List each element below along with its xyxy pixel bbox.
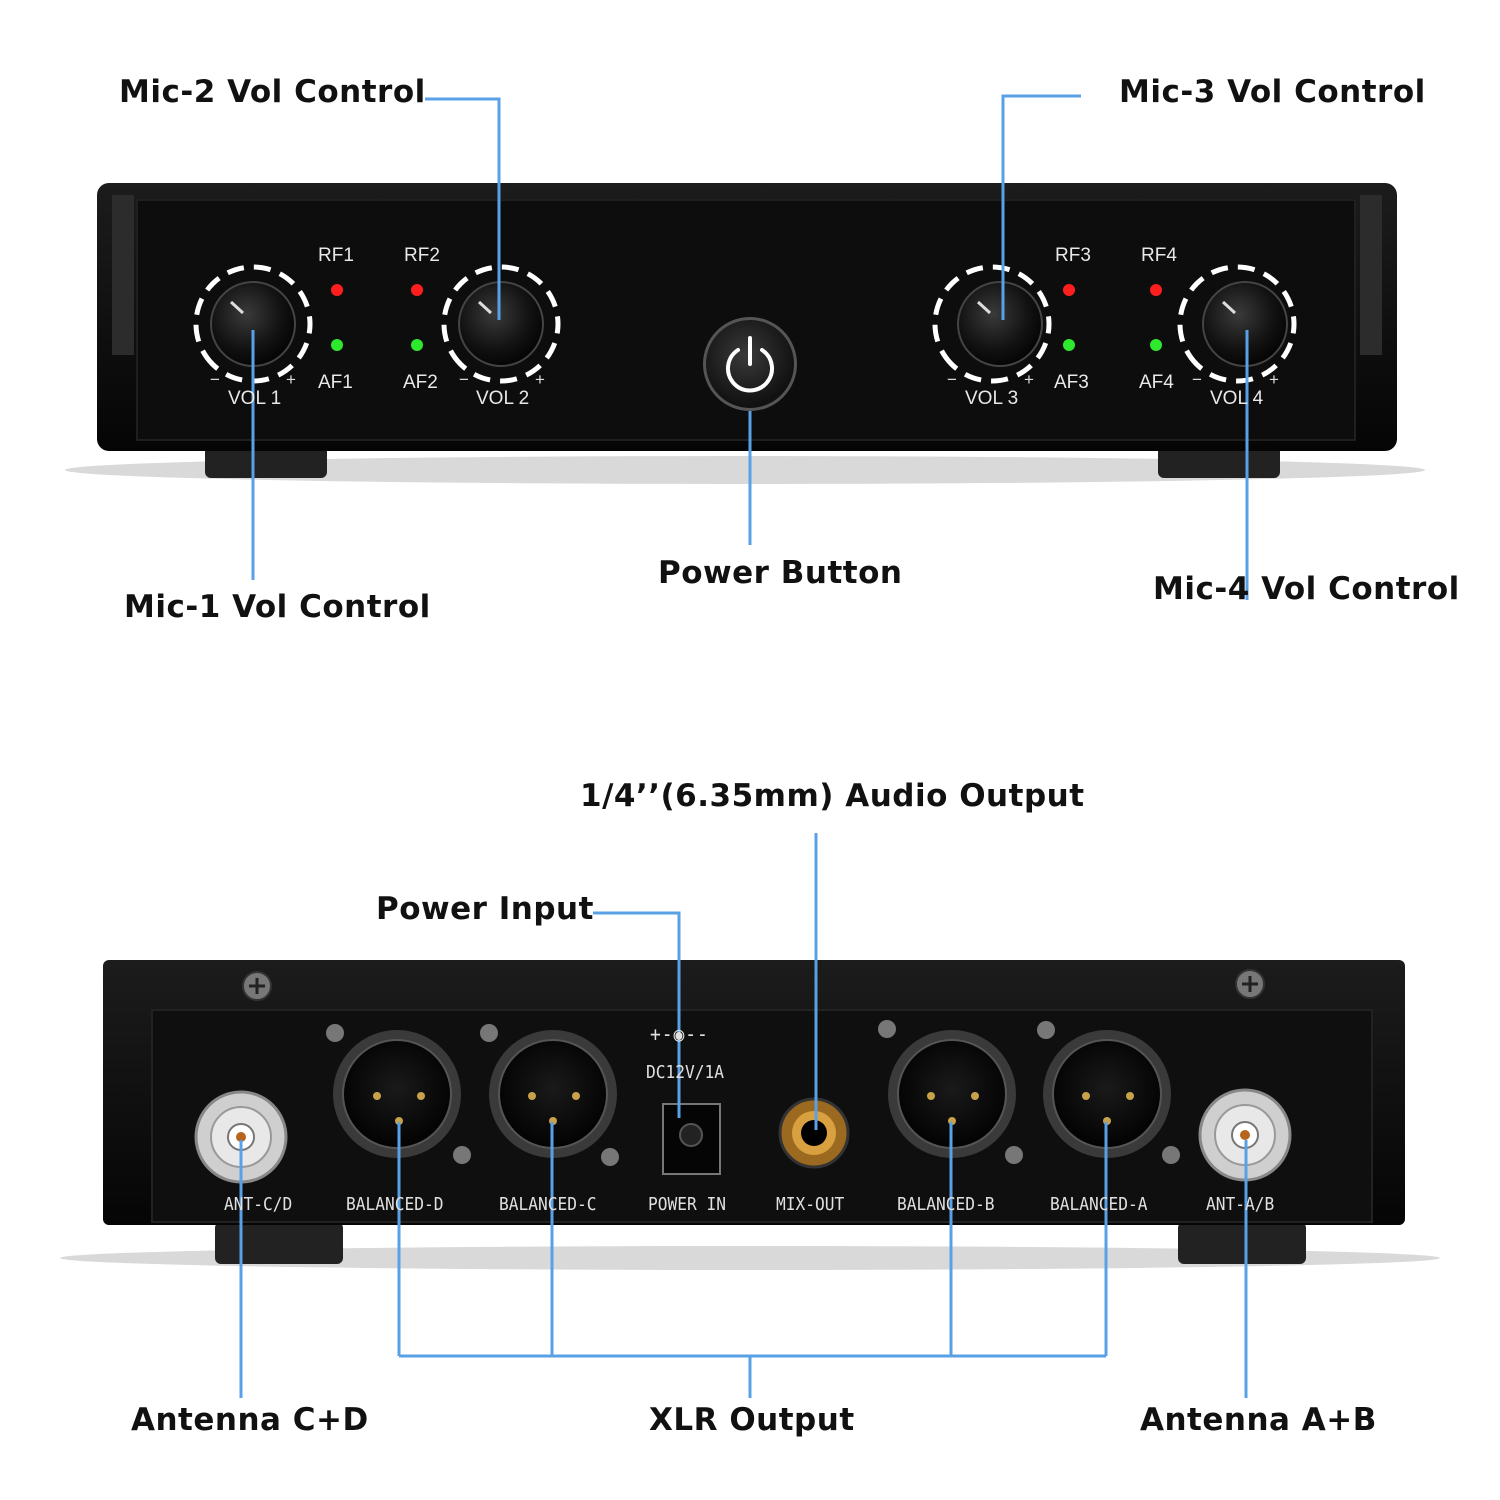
vol1-minus: − — [210, 370, 220, 389]
dc-power-jack[interactable] — [662, 1103, 721, 1175]
screw-icon — [1235, 969, 1265, 999]
callout-mic1: Mic-1 Vol Control — [124, 589, 431, 625]
af2-led — [411, 339, 423, 351]
callout-mic4: Mic-4 Vol Control — [1153, 571, 1460, 607]
vol1-label: VOL 1 — [228, 388, 282, 409]
power-in-label: POWER IN — [648, 1194, 727, 1215]
rf3-label: RF3 — [1055, 245, 1091, 266]
xlr-balanced-d[interactable] — [326, 1024, 471, 1164]
knob-2[interactable] — [420, 243, 581, 404]
rear-panel — [151, 1009, 1373, 1223]
callout-antenna-ab: Antenna A+B — [1140, 1402, 1377, 1438]
af1-label: AF1 — [318, 372, 353, 393]
rf3-led — [1063, 284, 1075, 296]
af4-led — [1150, 339, 1162, 351]
rf2-led — [411, 284, 423, 296]
balanced-b-label: BALANCED-B — [897, 1194, 995, 1215]
power-button[interactable] — [703, 317, 797, 411]
vol1-plus: + — [286, 370, 296, 389]
vol3-minus: − — [947, 370, 957, 389]
xlr-balanced-b[interactable] — [878, 1020, 1023, 1164]
vol2-plus: + — [535, 370, 545, 389]
vol3-plus: + — [1024, 370, 1034, 389]
knob-4[interactable] — [1156, 243, 1317, 404]
bnc-antenna-ab[interactable] — [1198, 1088, 1292, 1182]
bnc-antenna-cd[interactable] — [194, 1090, 288, 1184]
callout-power-button: Power Button — [658, 555, 903, 591]
leader-lines — [239, 94, 1249, 1398]
rear-unit — [60, 960, 1440, 1270]
vol2-label: VOL 2 — [476, 388, 530, 409]
af1-led — [331, 339, 343, 351]
ant-ab-label: ANT-A/B — [1206, 1194, 1275, 1215]
af3-led — [1063, 339, 1075, 351]
rf4-label: RF4 — [1141, 245, 1177, 266]
knob-3[interactable] — [911, 243, 1072, 404]
balanced-a-label: BALANCED-A — [1050, 1194, 1148, 1215]
power-icon — [726, 336, 774, 393]
dc-spec-label: DC12V/1A — [646, 1062, 725, 1083]
vol2-minus: − — [459, 370, 469, 389]
rear-foot-right — [1178, 1222, 1306, 1264]
af3-label: AF3 — [1054, 372, 1089, 393]
vol4-label: VOL 4 — [1210, 388, 1264, 409]
rf1-label: RF1 — [318, 245, 354, 266]
af2-label: AF2 — [403, 372, 438, 393]
callout-xlr-output: XLR Output — [649, 1402, 855, 1438]
vol3-label: VOL 3 — [965, 388, 1019, 409]
callout-antenna-cd: Antenna C+D — [131, 1402, 369, 1438]
rear-foot-left — [215, 1222, 343, 1264]
rf4-led — [1150, 284, 1162, 296]
screw-icon — [242, 971, 272, 1001]
power-polarity-symbol: +-◉-- — [650, 1022, 709, 1046]
rf2-label: RF2 — [404, 245, 440, 266]
rf1-led — [331, 284, 343, 296]
balanced-c-label: BALANCED-C — [499, 1194, 597, 1215]
callout-mic3: Mic-3 Vol Control — [1119, 74, 1426, 110]
mix-out-jack[interactable] — [778, 1097, 850, 1169]
ant-cd-label: ANT-C/D — [224, 1194, 293, 1215]
vol4-plus: + — [1269, 370, 1279, 389]
balanced-d-label: BALANCED-D — [346, 1194, 444, 1215]
vol4-minus: − — [1192, 370, 1202, 389]
callout-power-input: Power Input — [376, 891, 594, 927]
callout-mic2: Mic-2 Vol Control — [119, 74, 426, 110]
callout-audio-output: 1/4’’(6.35mm) Audio Output — [580, 778, 1085, 814]
af4-label: AF4 — [1139, 372, 1174, 393]
mix-out-label: MIX-OUT — [776, 1194, 845, 1215]
xlr-balanced-c[interactable] — [480, 1024, 619, 1166]
